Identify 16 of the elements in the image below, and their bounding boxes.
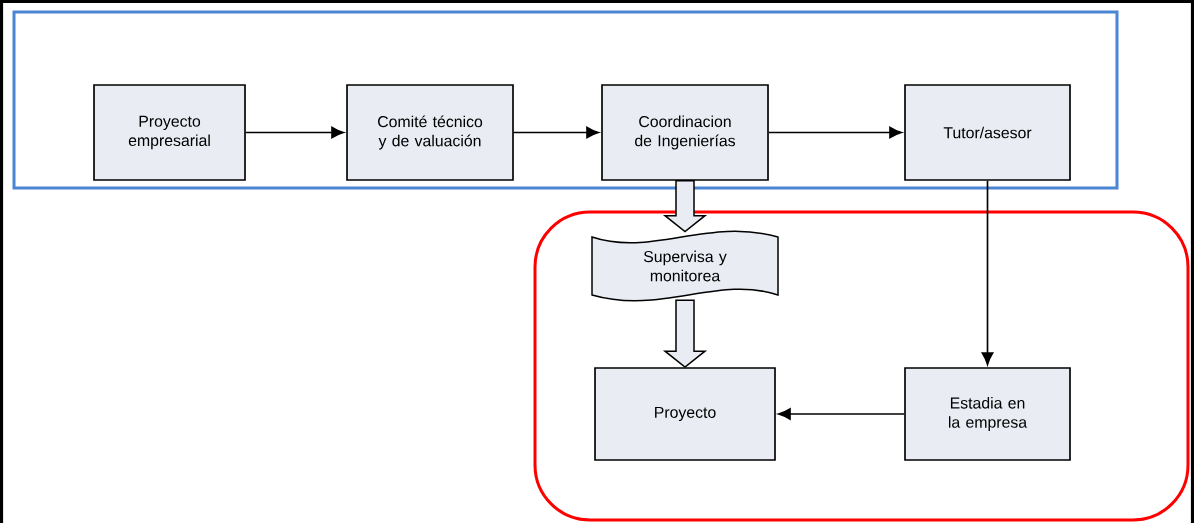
process-box: Proyecto	[594, 367, 776, 461]
group-frame	[533, 210, 1190, 522]
process-box: Comité técnico y de valuación	[346, 84, 514, 181]
arrow	[768, 126, 903, 139]
block-arrow	[662, 180, 708, 233]
arrow	[981, 180, 994, 366]
process-box: Coordinacion de Ingenierías	[601, 84, 769, 181]
group-frame	[12, 10, 1119, 190]
arrow	[513, 126, 600, 139]
arrow	[245, 126, 345, 139]
arrow	[777, 408, 905, 420]
process-box: Estadia en la empresa	[904, 367, 1071, 461]
process-box: Tutor/asesor	[904, 84, 1071, 181]
block-arrow	[662, 299, 708, 369]
process-box: Proyecto empresarial	[93, 84, 246, 181]
wave-box: Supervisa y monitorea	[591, 230, 779, 302]
